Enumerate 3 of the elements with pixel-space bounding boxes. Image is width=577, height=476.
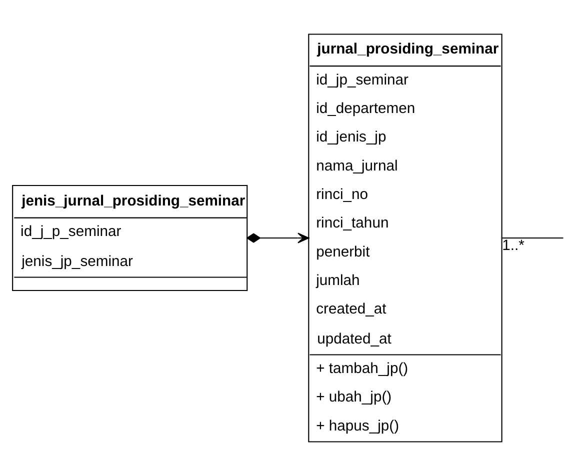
edge-label: 1..* [502, 238, 524, 254]
arrow [246, 232, 310, 244]
connector [502, 237, 564, 239]
